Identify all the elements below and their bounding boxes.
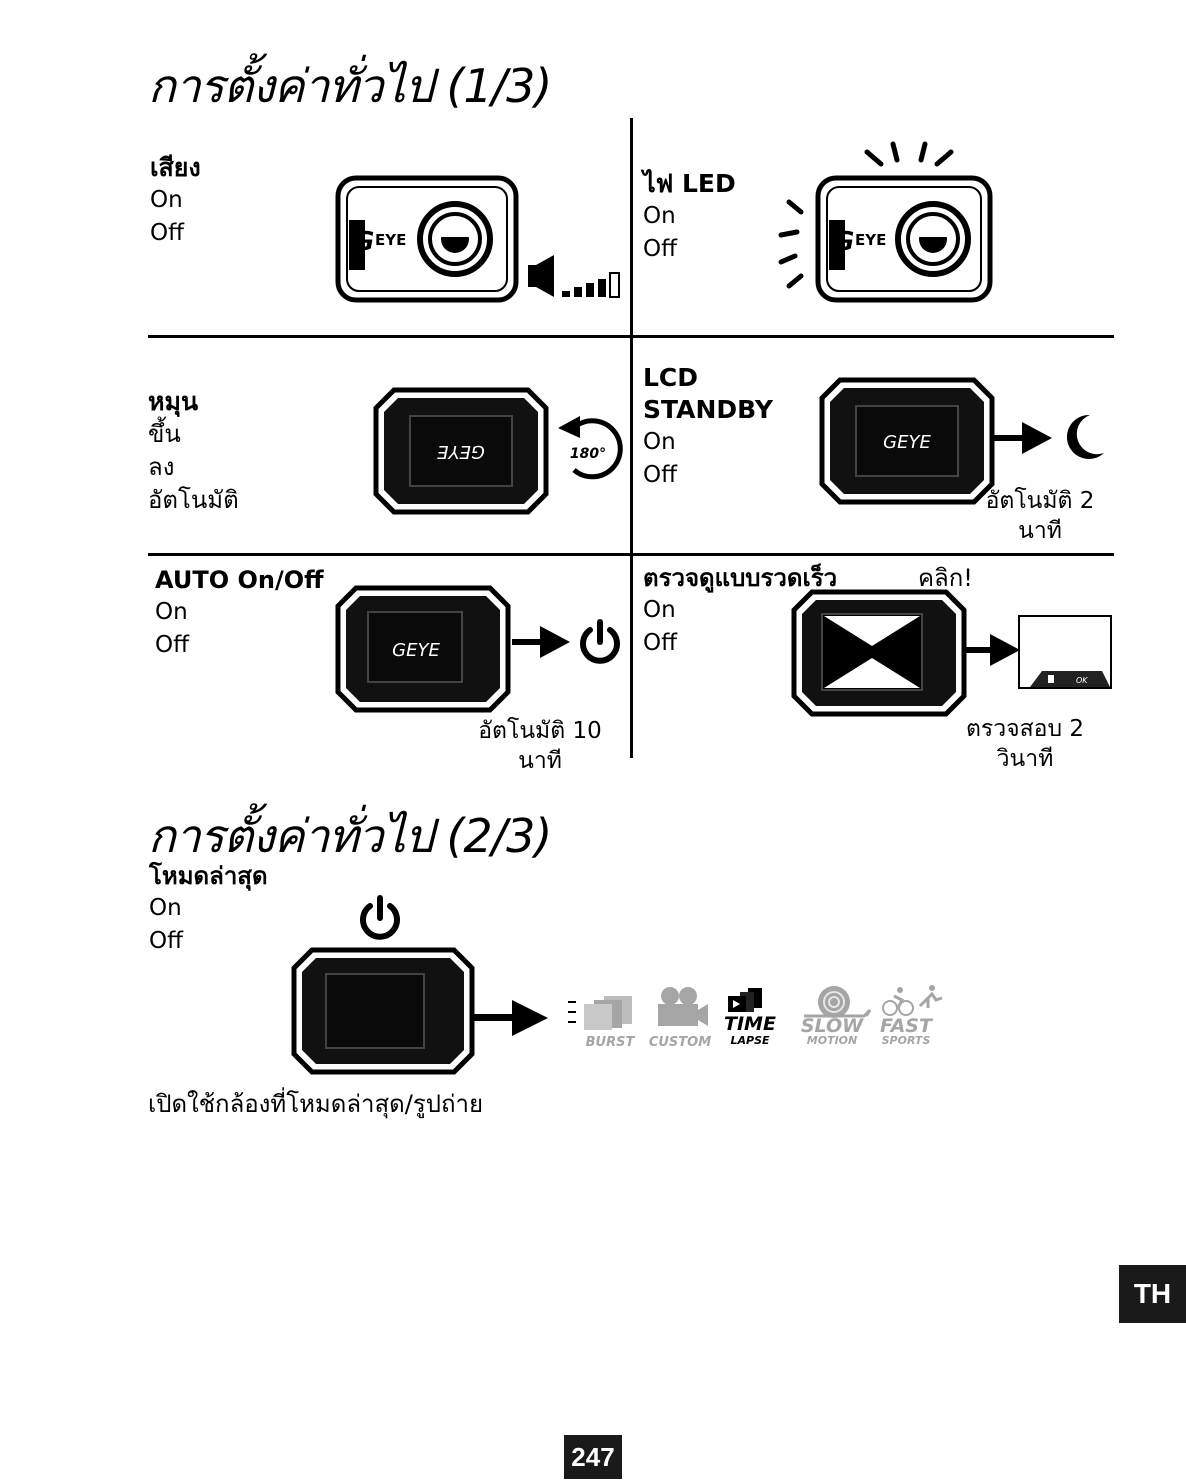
rotate-badge: 180° [570, 446, 606, 462]
page-number: 247 [564, 1435, 622, 1479]
auto-option-on[interactable]: On [155, 599, 188, 625]
click-label: คลิก! [918, 564, 973, 592]
grid-divider-row1-left [148, 335, 631, 338]
preview-ok-label: OK [1076, 676, 1088, 685]
custom-camera-icon: CUSTOM [649, 987, 711, 1050]
auto-note: อัตโนมัติ 10 นาที [470, 716, 610, 776]
lcd-note-line1: อัตโนมัติ 2 [985, 488, 1095, 514]
mode-motion-label: MOTION [807, 1034, 857, 1047]
mode-lapse-label: LAPSE [730, 1034, 770, 1047]
sound-option-off[interactable]: Off [150, 220, 184, 246]
lcd-option-off[interactable]: Off [643, 462, 677, 488]
language-tag: TH [1119, 1265, 1186, 1323]
rotate-setting: หมุน ขึ้น ลง อัตโนมัติ [148, 386, 239, 517]
sound-option-on[interactable]: On [150, 187, 183, 213]
auto-option-off[interactable]: Off [155, 632, 189, 658]
lcd-standby-setting: LCD STANDBY On Off [643, 362, 773, 492]
quick-option-on[interactable]: On [643, 597, 676, 623]
led-label: ไฟ LED [643, 169, 736, 198]
sound-setting: เสียง On Off [150, 152, 201, 250]
arrow-right-icon [512, 626, 570, 658]
auto-note-line2: นาที [518, 748, 562, 774]
sound-label: เสียง [150, 153, 201, 182]
svg-text:EYE: EYE [855, 231, 886, 249]
section-title-general-2: การตั้งค่าทั่วไป (2/3) [148, 809, 552, 863]
latest-option-on[interactable]: On [149, 895, 182, 921]
rotate-option-up[interactable]: ขึ้น [148, 420, 181, 448]
svg-text:EYE: EYE [375, 231, 406, 249]
mode-sports-label: SPORTS [882, 1034, 931, 1047]
camera-front-icon: G EYE [335, 175, 519, 303]
quick-label: ตรวจดูแบบรวดเร็ว [643, 564, 838, 592]
power-icon [360, 895, 400, 940]
snail-icon: SLOW MOTION [801, 986, 872, 1047]
led-setting: ไฟ LED On Off [643, 168, 736, 266]
quick-note: ตรวจสอบ 2 วินาที [955, 714, 1095, 774]
mode-fast-label: FAST [880, 1015, 934, 1037]
arrow-right-icon [994, 422, 1052, 454]
camera-led-icon: G EYE [778, 141, 993, 303]
lcd-note-line2: นาที [1018, 518, 1062, 544]
camera-back-rotated-icon: GEYE [373, 387, 549, 515]
rotate-option-auto[interactable]: อัตโนมัติ [148, 486, 239, 514]
mode-time-label: TIME [724, 1013, 776, 1035]
lcd-screen-text: GEYE [883, 432, 931, 453]
latest-mode-setting: โหมดล่าสุด On Off [149, 860, 268, 958]
camera-back-auto-icon: GEYE [335, 585, 511, 713]
auto-label: AUTO On/Off [155, 566, 324, 594]
lcd-note: อัตโนมัติ 2 นาที [970, 486, 1110, 546]
latest-mode-icons: BURST CUSTOM TIME LAPSE SLOW MOTION FAST… [566, 984, 950, 1050]
grid-vertical-divider [630, 118, 633, 758]
camera-back-latest-icon [291, 947, 475, 1075]
mode-burst-label: BURST [586, 1035, 636, 1050]
rotate-option-down[interactable]: ลง [148, 453, 175, 481]
quick-note-line2: วินาที [996, 746, 1054, 772]
power-icon [580, 619, 620, 664]
lcd-label-line1: LCD [643, 363, 699, 392]
latest-caption: เปิดใช้กล้องที่โหมดล่าสุด/รูปถ่าย [148, 1090, 484, 1118]
sports-icon: FAST SPORTS [880, 985, 943, 1047]
led-option-off[interactable]: Off [643, 236, 677, 262]
mode-slow-label: SLOW [801, 1015, 864, 1037]
camera-back-shutter-icon [791, 589, 967, 717]
camera-back-lcd-icon: GEYE [819, 377, 995, 505]
led-option-on[interactable]: On [643, 203, 676, 229]
quick-review-setting: ตรวจดูแบบรวดเร็ว On Off [643, 562, 837, 660]
time-lapse-icon: TIME LAPSE [724, 988, 776, 1047]
latest-option-off[interactable]: Off [149, 928, 183, 954]
svg-text:G: G [833, 227, 854, 257]
volume-icon [528, 255, 620, 298]
arrow-right-icon [474, 1000, 548, 1036]
rotated-screen-text: GEYE [437, 441, 485, 462]
grid-divider-row2-left [148, 553, 631, 556]
grid-divider-row1-right [630, 335, 1114, 338]
section-title-general-1: การตั้งค่าทั่วไป (1/3) [148, 59, 552, 113]
arrow-right-icon [966, 634, 1020, 666]
preview-screen-icon: OK [1018, 615, 1112, 689]
moon-icon [1066, 414, 1104, 459]
quick-note-line1: ตรวจสอบ 2 [965, 716, 1085, 742]
mode-custom-label: CUSTOM [649, 1035, 711, 1050]
burst-icon: BURST [568, 996, 636, 1050]
auto-note-line1: อัตโนมัติ 10 [478, 718, 602, 744]
lcd-label-line2: STANDBY [643, 395, 773, 424]
auto-off-setting: AUTO On/Off On Off [155, 564, 324, 662]
grid-divider-row2-right [630, 553, 1114, 556]
latest-label: โหมดล่าสุด [149, 862, 268, 890]
rotate-label: หมุน [148, 387, 199, 416]
rotate-180-icon: 180° [558, 416, 623, 480]
quick-option-off[interactable]: Off [643, 630, 677, 656]
svg-text:G: G [353, 227, 374, 257]
lcd-option-on[interactable]: On [643, 429, 676, 455]
auto-screen-text: GEYE [392, 640, 440, 661]
